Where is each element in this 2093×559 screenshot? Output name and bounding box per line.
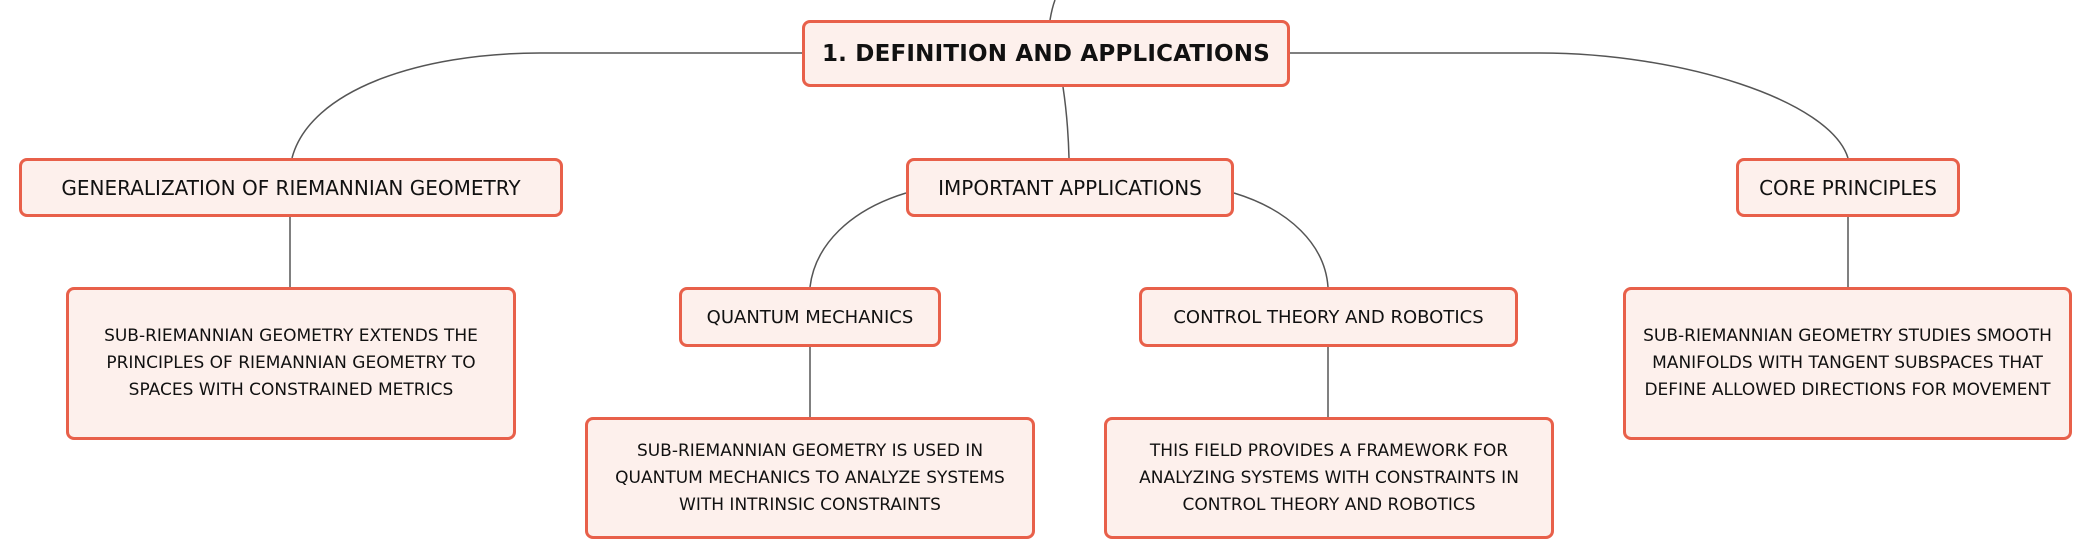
detail-control-theory-robotics-text: THIS FIELD PROVIDES A FRAMEWORK FOR ANAL… <box>1139 440 1519 515</box>
detail-quantum-mechanics[interactable]: SUB-RIEMANNIAN GEOMETRY IS USED IN QUANT… <box>585 417 1035 539</box>
detail-control-theory-robotics[interactable]: THIS FIELD PROVIDES A FRAMEWORK FOR ANAL… <box>1104 417 1554 539</box>
detail-core-principles[interactable]: SUB-RIEMANNIAN GEOMETRY STUDIES SMOOTH M… <box>1623 287 2072 440</box>
root-topic-label: 1. DEFINITION AND APPLICATIONS <box>821 40 1271 67</box>
topic-important-applications[interactable]: IMPORTANT APPLICATIONS <box>906 158 1234 217</box>
detail-generalization-text: SUB-RIEMANNIAN GEOMETRY EXTENDS THE PRIN… <box>104 326 478 400</box>
connector-root-to-applications <box>1062 86 1070 159</box>
topic-important-applications-label: IMPORTANT APPLICATIONS <box>938 175 1202 200</box>
connector-parent-to-root <box>1049 0 1056 21</box>
topic-core-principles[interactable]: CORE PRINCIPLES <box>1736 158 1960 217</box>
topic-quantum-mechanics[interactable]: QUANTUM MECHANICS <box>679 287 941 347</box>
topic-control-theory-robotics-label: CONTROL THEORY AND ROBOTICS <box>1173 306 1484 328</box>
topic-core-principles-label: CORE PRINCIPLES <box>1759 175 1937 200</box>
detail-core-principles-text: SUB-RIEMANNIAN GEOMETRY STUDIES SMOOTH M… <box>1643 326 2052 400</box>
connector-root-to-generalization <box>291 52 802 159</box>
topic-quantum-mechanics-label: QUANTUM MECHANICS <box>706 306 914 328</box>
topic-generalization-label: GENERALIZATION OF RIEMANNIAN GEOMETRY <box>61 175 521 200</box>
detail-quantum-mechanics-text: SUB-RIEMANNIAN GEOMETRY IS USED IN QUANT… <box>615 440 1005 515</box>
connector-applications-to-control <box>1233 192 1329 288</box>
connector-root-to-core <box>1290 52 1849 159</box>
connector-applications-to-quantum <box>809 192 907 288</box>
detail-generalization[interactable]: SUB-RIEMANNIAN GEOMETRY EXTENDS THE PRIN… <box>66 287 516 440</box>
root-topic[interactable]: 1. DEFINITION AND APPLICATIONS <box>802 20 1290 87</box>
topic-control-theory-robotics[interactable]: CONTROL THEORY AND ROBOTICS <box>1139 287 1518 347</box>
topic-generalization[interactable]: GENERALIZATION OF RIEMANNIAN GEOMETRY <box>19 158 563 217</box>
